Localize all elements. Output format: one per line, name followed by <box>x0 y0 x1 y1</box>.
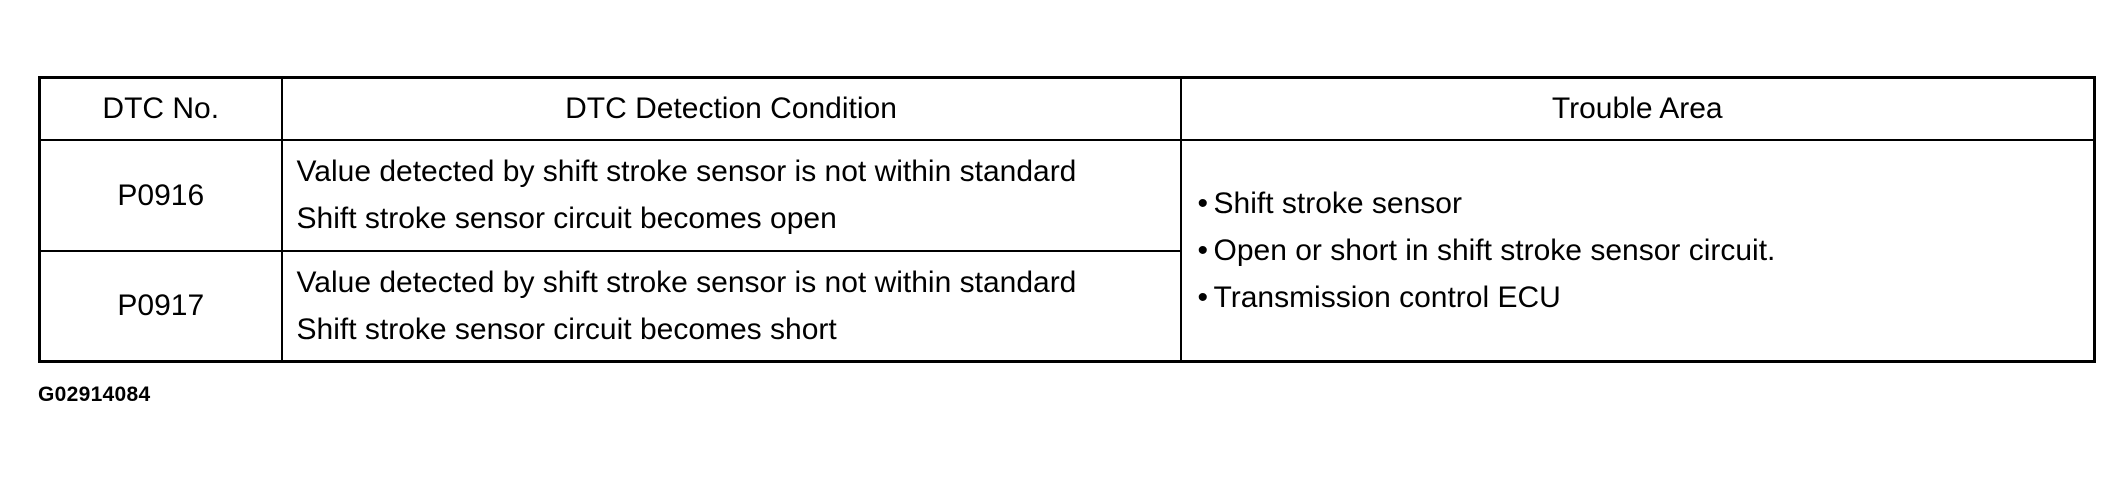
trouble-area-item: •Transmission control ECU <box>1198 274 2094 321</box>
dtc-code-cell: P0917 <box>38 249 283 363</box>
detection-condition-cell: Value detected by shift stroke sensor is… <box>280 249 1182 363</box>
header-trouble-area: Trouble Area <box>1179 76 2096 141</box>
header-detection-condition: DTC Detection Condition <box>280 76 1182 141</box>
dtc-code-cell: P0916 <box>38 138 283 252</box>
bullet-icon: • <box>1197 233 1209 267</box>
condition-line: Shift stroke sensor circuit becomes open <box>296 202 837 235</box>
condition-line: Value detected by shift stroke sensor is… <box>296 155 1077 188</box>
trouble-area-item: •Shift stroke sensor <box>1198 180 2094 227</box>
figure-id: G02914084 <box>38 383 151 406</box>
header-dtc-no: DTC No. <box>38 76 283 141</box>
condition-line: Shift stroke sensor circuit becomes shor… <box>296 312 837 346</box>
bullet-icon: • <box>1197 186 1209 220</box>
condition-line: Value detected by shift stroke sensor is… <box>296 265 1077 299</box>
trouble-area-item-text: Transmission control ECU <box>1213 280 1561 314</box>
dtc-table: DTC No. DTC Detection Condition Trouble … <box>38 76 2096 363</box>
table-row: P0917 Value detected by shift stroke sen… <box>38 249 2095 363</box>
detection-condition-cell: Value detected by shift stroke sensor is… <box>280 138 1182 252</box>
trouble-area-item-text: Open or short in shift stroke sensor cir… <box>1213 233 1776 267</box>
table-header-row: DTC No. DTC Detection Condition Trouble … <box>38 76 2096 141</box>
table-row: P0916 Value detected by shift stroke sen… <box>38 138 2096 363</box>
trouble-area-item-text: Shift stroke sensor <box>1213 186 1462 220</box>
trouble-area-cell: •Shift stroke sensor •Open or short in s… <box>1179 138 2096 363</box>
bullet-icon: • <box>1197 280 1209 314</box>
trouble-area-item: •Open or short in shift stroke sensor ci… <box>1198 227 2094 274</box>
